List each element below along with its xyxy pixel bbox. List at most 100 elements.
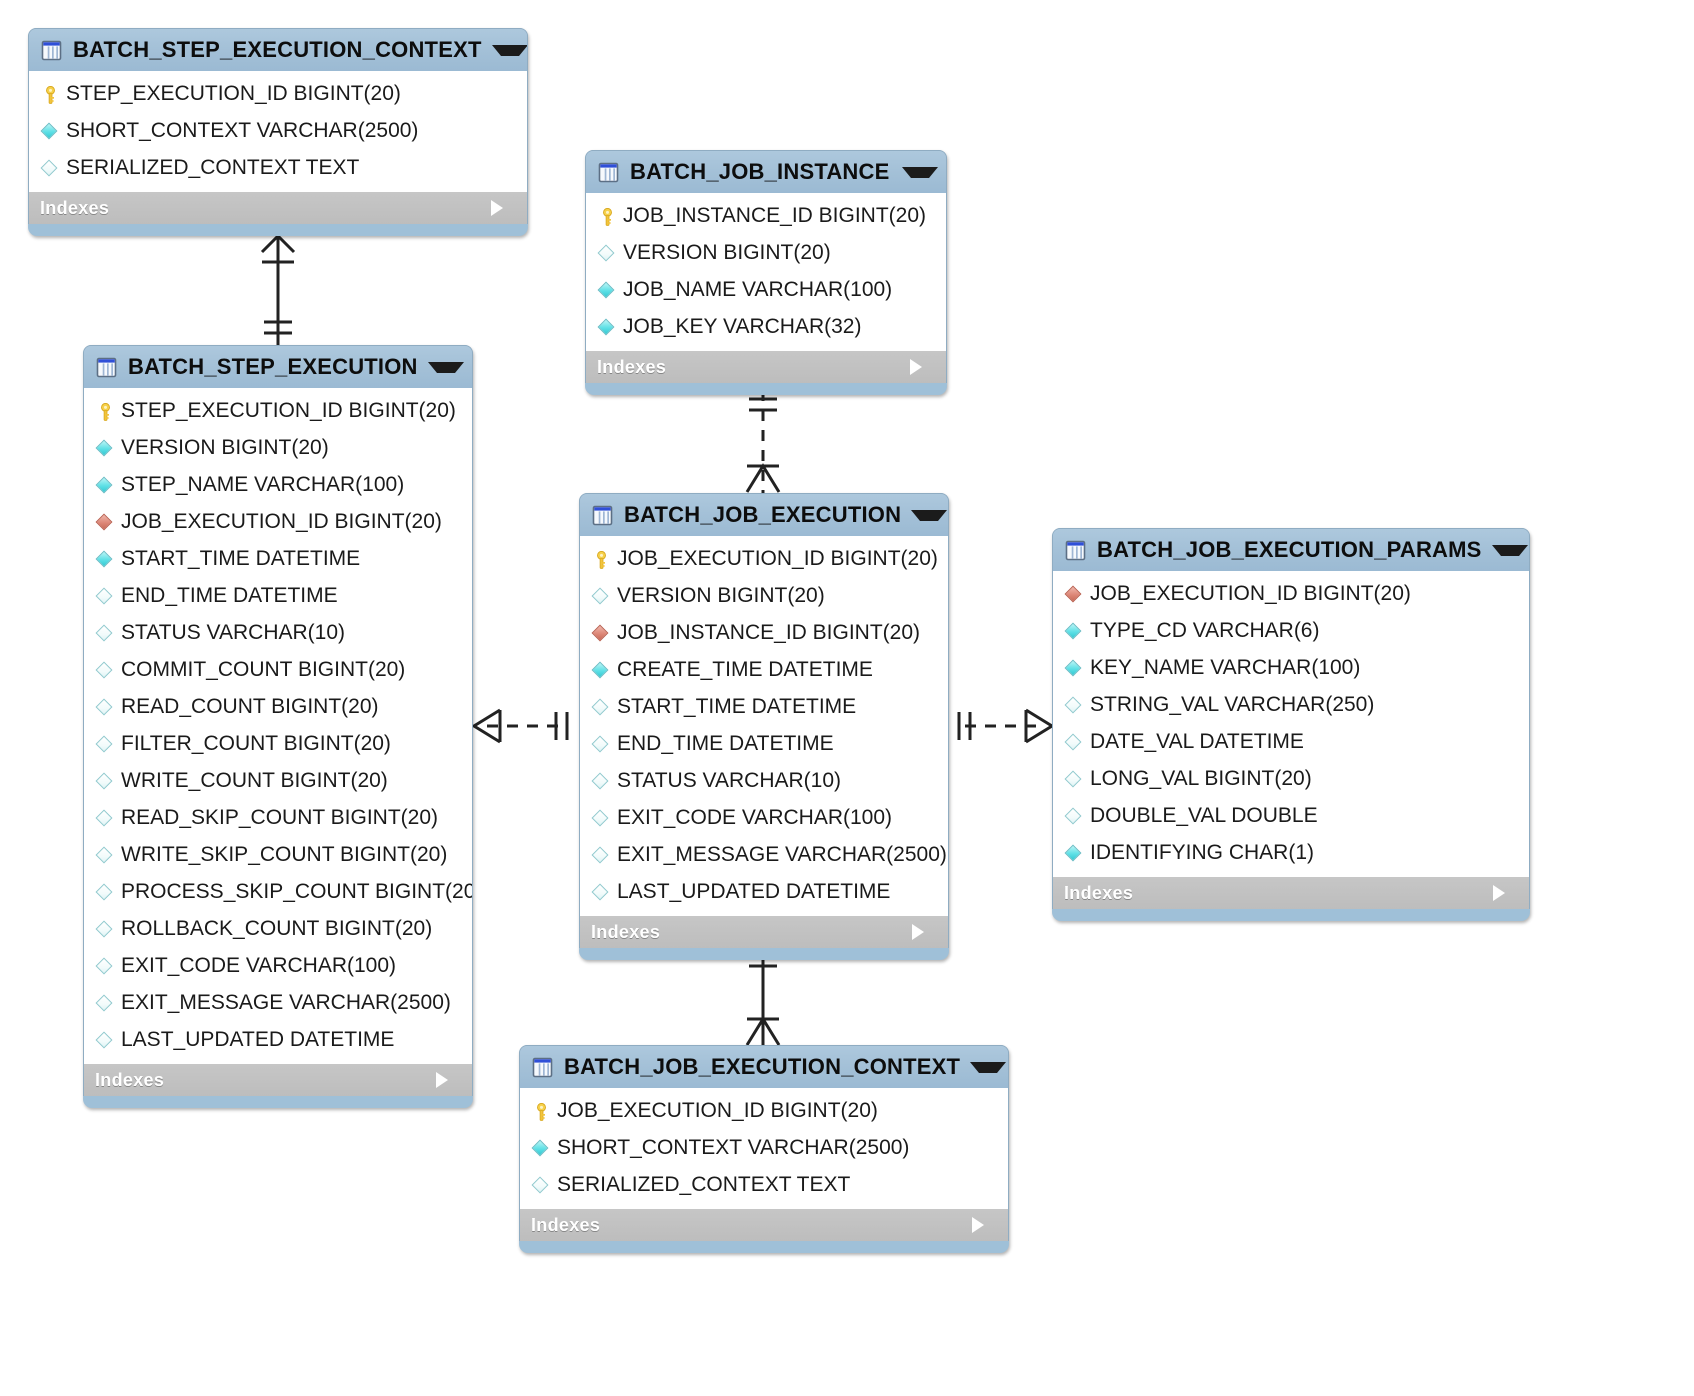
chevron-down-icon[interactable] [428,361,464,373]
triangle-right-icon[interactable] [972,1217,996,1233]
primary-key-icon [45,85,55,104]
table-indexes-section[interactable]: Indexes [1053,876,1529,909]
chevron-down-icon[interactable] [491,44,527,56]
table-column[interactable]: START_TIME DATETIME [580,688,948,725]
table-column[interactable]: SERIALIZED_CONTEXT TEXT [520,1166,1008,1203]
triangle-right-icon[interactable] [436,1072,460,1088]
table-column[interactable]: JOB_NAME VARCHAR(100) [586,271,946,308]
table-column[interactable]: JOB_INSTANCE_ID BIGINT(20) [580,614,948,651]
chevron-down-icon[interactable] [970,1061,1007,1073]
table-column[interactable]: CREATE_TIME DATETIME [580,651,948,688]
table-column[interactable]: LAST_UPDATED DATETIME [84,1021,472,1058]
table-column[interactable]: DOUBLE_VAL DOUBLE [1053,797,1529,834]
column-marker [95,438,115,458]
nullable-column-icon [1064,696,1082,713]
table-column[interactable]: JOB_INSTANCE_ID BIGINT(20) [586,197,946,234]
table-column[interactable]: VERSION BIGINT(20) [586,234,946,271]
table-column[interactable]: STATUS VARCHAR(10) [84,614,472,651]
column-marker [95,882,115,902]
triangle-right-icon[interactable] [910,359,934,375]
foreign-key-icon [1064,585,1082,602]
column-marker [95,919,115,939]
column-marker [531,1138,551,1158]
column-label: END_TIME DATETIME [121,584,338,607]
table-column[interactable]: EXIT_MESSAGE VARCHAR(2500) [84,984,472,1021]
table-column[interactable]: LAST_UPDATED DATETIME [580,873,948,910]
column-label: STATUS VARCHAR(10) [617,769,842,792]
table-column[interactable]: JOB_KEY VARCHAR(32) [586,308,946,345]
table-column[interactable]: END_TIME DATETIME [84,577,472,614]
table-column[interactable]: STATUS VARCHAR(10) [580,762,948,799]
table-column[interactable]: STEP_EXECUTION_ID BIGINT(20) [84,392,472,429]
table-column[interactable]: WRITE_SKIP_COUNT BIGINT(20) [84,836,472,873]
triangle-right-icon[interactable] [1493,885,1517,901]
table-column[interactable]: STEP_EXECUTION_ID BIGINT(20) [29,75,527,112]
column-marker [1064,621,1084,641]
table-indexes-section[interactable]: Indexes [29,191,527,224]
table-header[interactable]: BATCH_STEP_EXECUTION [84,346,472,388]
table-column[interactable]: KEY_NAME VARCHAR(100) [1053,649,1529,686]
nullable-column-icon [95,883,113,900]
triangle-right-icon[interactable] [491,200,515,216]
table-indexes-section[interactable]: Indexes [580,915,948,948]
table-header[interactable]: BATCH_JOB_EXECUTION_CONTEXT [520,1046,1008,1088]
table-column[interactable]: PROCESS_SKIP_COUNT BIGINT(20) [84,873,472,910]
table-batch_job_instance[interactable]: BATCH_JOB_INSTANCE JOB_INSTANCE_ID BIGINT… [585,150,947,395]
table-column[interactable]: JOB_EXECUTION_ID BIGINT(20) [1053,575,1529,612]
table-column[interactable]: START_TIME DATETIME [84,540,472,577]
table-column[interactable]: FILTER_COUNT BIGINT(20) [84,725,472,762]
column-label: JOB_EXECUTION_ID BIGINT(20) [617,547,938,570]
triangle-right-icon[interactable] [912,924,936,940]
chevron-down-icon[interactable] [902,166,938,178]
table-column[interactable]: JOB_EXECUTION_ID BIGINT(20) [84,503,472,540]
table-header[interactable]: BATCH_JOB_INSTANCE [586,151,946,193]
table-batch_job_execution[interactable]: BATCH_JOB_EXECUTION JOB_EXECUTION_ID BIGI… [579,493,949,960]
table-column[interactable]: READ_SKIP_COUNT BIGINT(20) [84,799,472,836]
table-column[interactable]: SERIALIZED_CONTEXT TEXT [29,149,527,186]
table-indexes-section[interactable]: Indexes [520,1208,1008,1241]
table-column[interactable]: READ_COUNT BIGINT(20) [84,688,472,725]
table-column[interactable]: EXIT_CODE VARCHAR(100) [84,947,472,984]
column-label: STEP_EXECUTION_ID BIGINT(20) [66,82,401,105]
table-column[interactable]: END_TIME DATETIME [580,725,948,762]
table-column[interactable]: WRITE_COUNT BIGINT(20) [84,762,472,799]
column-label: ROLLBACK_COUNT BIGINT(20) [121,917,433,940]
table-column[interactable]: EXIT_MESSAGE VARCHAR(2500) [580,836,948,873]
table-column[interactable]: IDENTIFYING CHAR(1) [1053,834,1529,871]
table-header[interactable]: BATCH_STEP_EXECUTION_CONTEXT [29,29,527,71]
table-header[interactable]: BATCH_JOB_EXECUTION [580,494,948,536]
table-column[interactable]: VERSION BIGINT(20) [84,429,472,466]
relationship-job-execution-to-job-execution-params [957,708,1055,744]
table-column[interactable]: ROLLBACK_COUNT BIGINT(20) [84,910,472,947]
column-marker [40,84,60,104]
table-column[interactable]: SHORT_CONTEXT VARCHAR(2500) [29,112,527,149]
table-column[interactable]: DATE_VAL DATETIME [1053,723,1529,760]
column-label: WRITE_COUNT BIGINT(20) [121,769,388,792]
table-column[interactable]: STEP_NAME VARCHAR(100) [84,466,472,503]
table-column[interactable]: COMMIT_COUNT BIGINT(20) [84,651,472,688]
table-column[interactable]: EXIT_CODE VARCHAR(100) [580,799,948,836]
table-column[interactable]: STRING_VAL VARCHAR(250) [1053,686,1529,723]
column-label: VERSION BIGINT(20) [121,436,329,459]
table-column[interactable]: VERSION BIGINT(20) [580,577,948,614]
table-batch_job_execution_context[interactable]: BATCH_JOB_EXECUTION_CONTEXT JOB_EXECUTION… [519,1045,1009,1253]
table-batch_step_execution_context[interactable]: BATCH_STEP_EXECUTION_CONTEXT STEP_EXECUTI… [28,28,528,236]
column-marker [95,845,115,865]
column-marker [95,401,115,421]
table-name: BATCH_JOB_INSTANCE [630,159,890,184]
table-indexes-section[interactable]: Indexes [84,1063,472,1096]
table-header[interactable]: BATCH_JOB_EXECUTION_PARAMS [1053,529,1529,571]
column-label: WRITE_SKIP_COUNT BIGINT(20) [121,843,448,866]
table-column[interactable]: SHORT_CONTEXT VARCHAR(2500) [520,1129,1008,1166]
table-column[interactable]: LONG_VAL BIGINT(20) [1053,760,1529,797]
table-batch_job_execution_params[interactable]: BATCH_JOB_EXECUTION_PARAMS JOB_EXECUTION_… [1052,528,1530,921]
table-column[interactable]: JOB_EXECUTION_ID BIGINT(20) [580,540,948,577]
column-marker [95,771,115,791]
chevron-down-icon[interactable] [1491,544,1528,556]
table-indexes-section[interactable]: Indexes [586,350,946,383]
chevron-down-icon[interactable] [911,509,948,521]
table-column[interactable]: JOB_EXECUTION_ID BIGINT(20) [520,1092,1008,1129]
table-batch_step_execution[interactable]: BATCH_STEP_EXECUTION STEP_EXECUTION_ID BI… [83,345,473,1108]
table-column[interactable]: TYPE_CD VARCHAR(6) [1053,612,1529,649]
